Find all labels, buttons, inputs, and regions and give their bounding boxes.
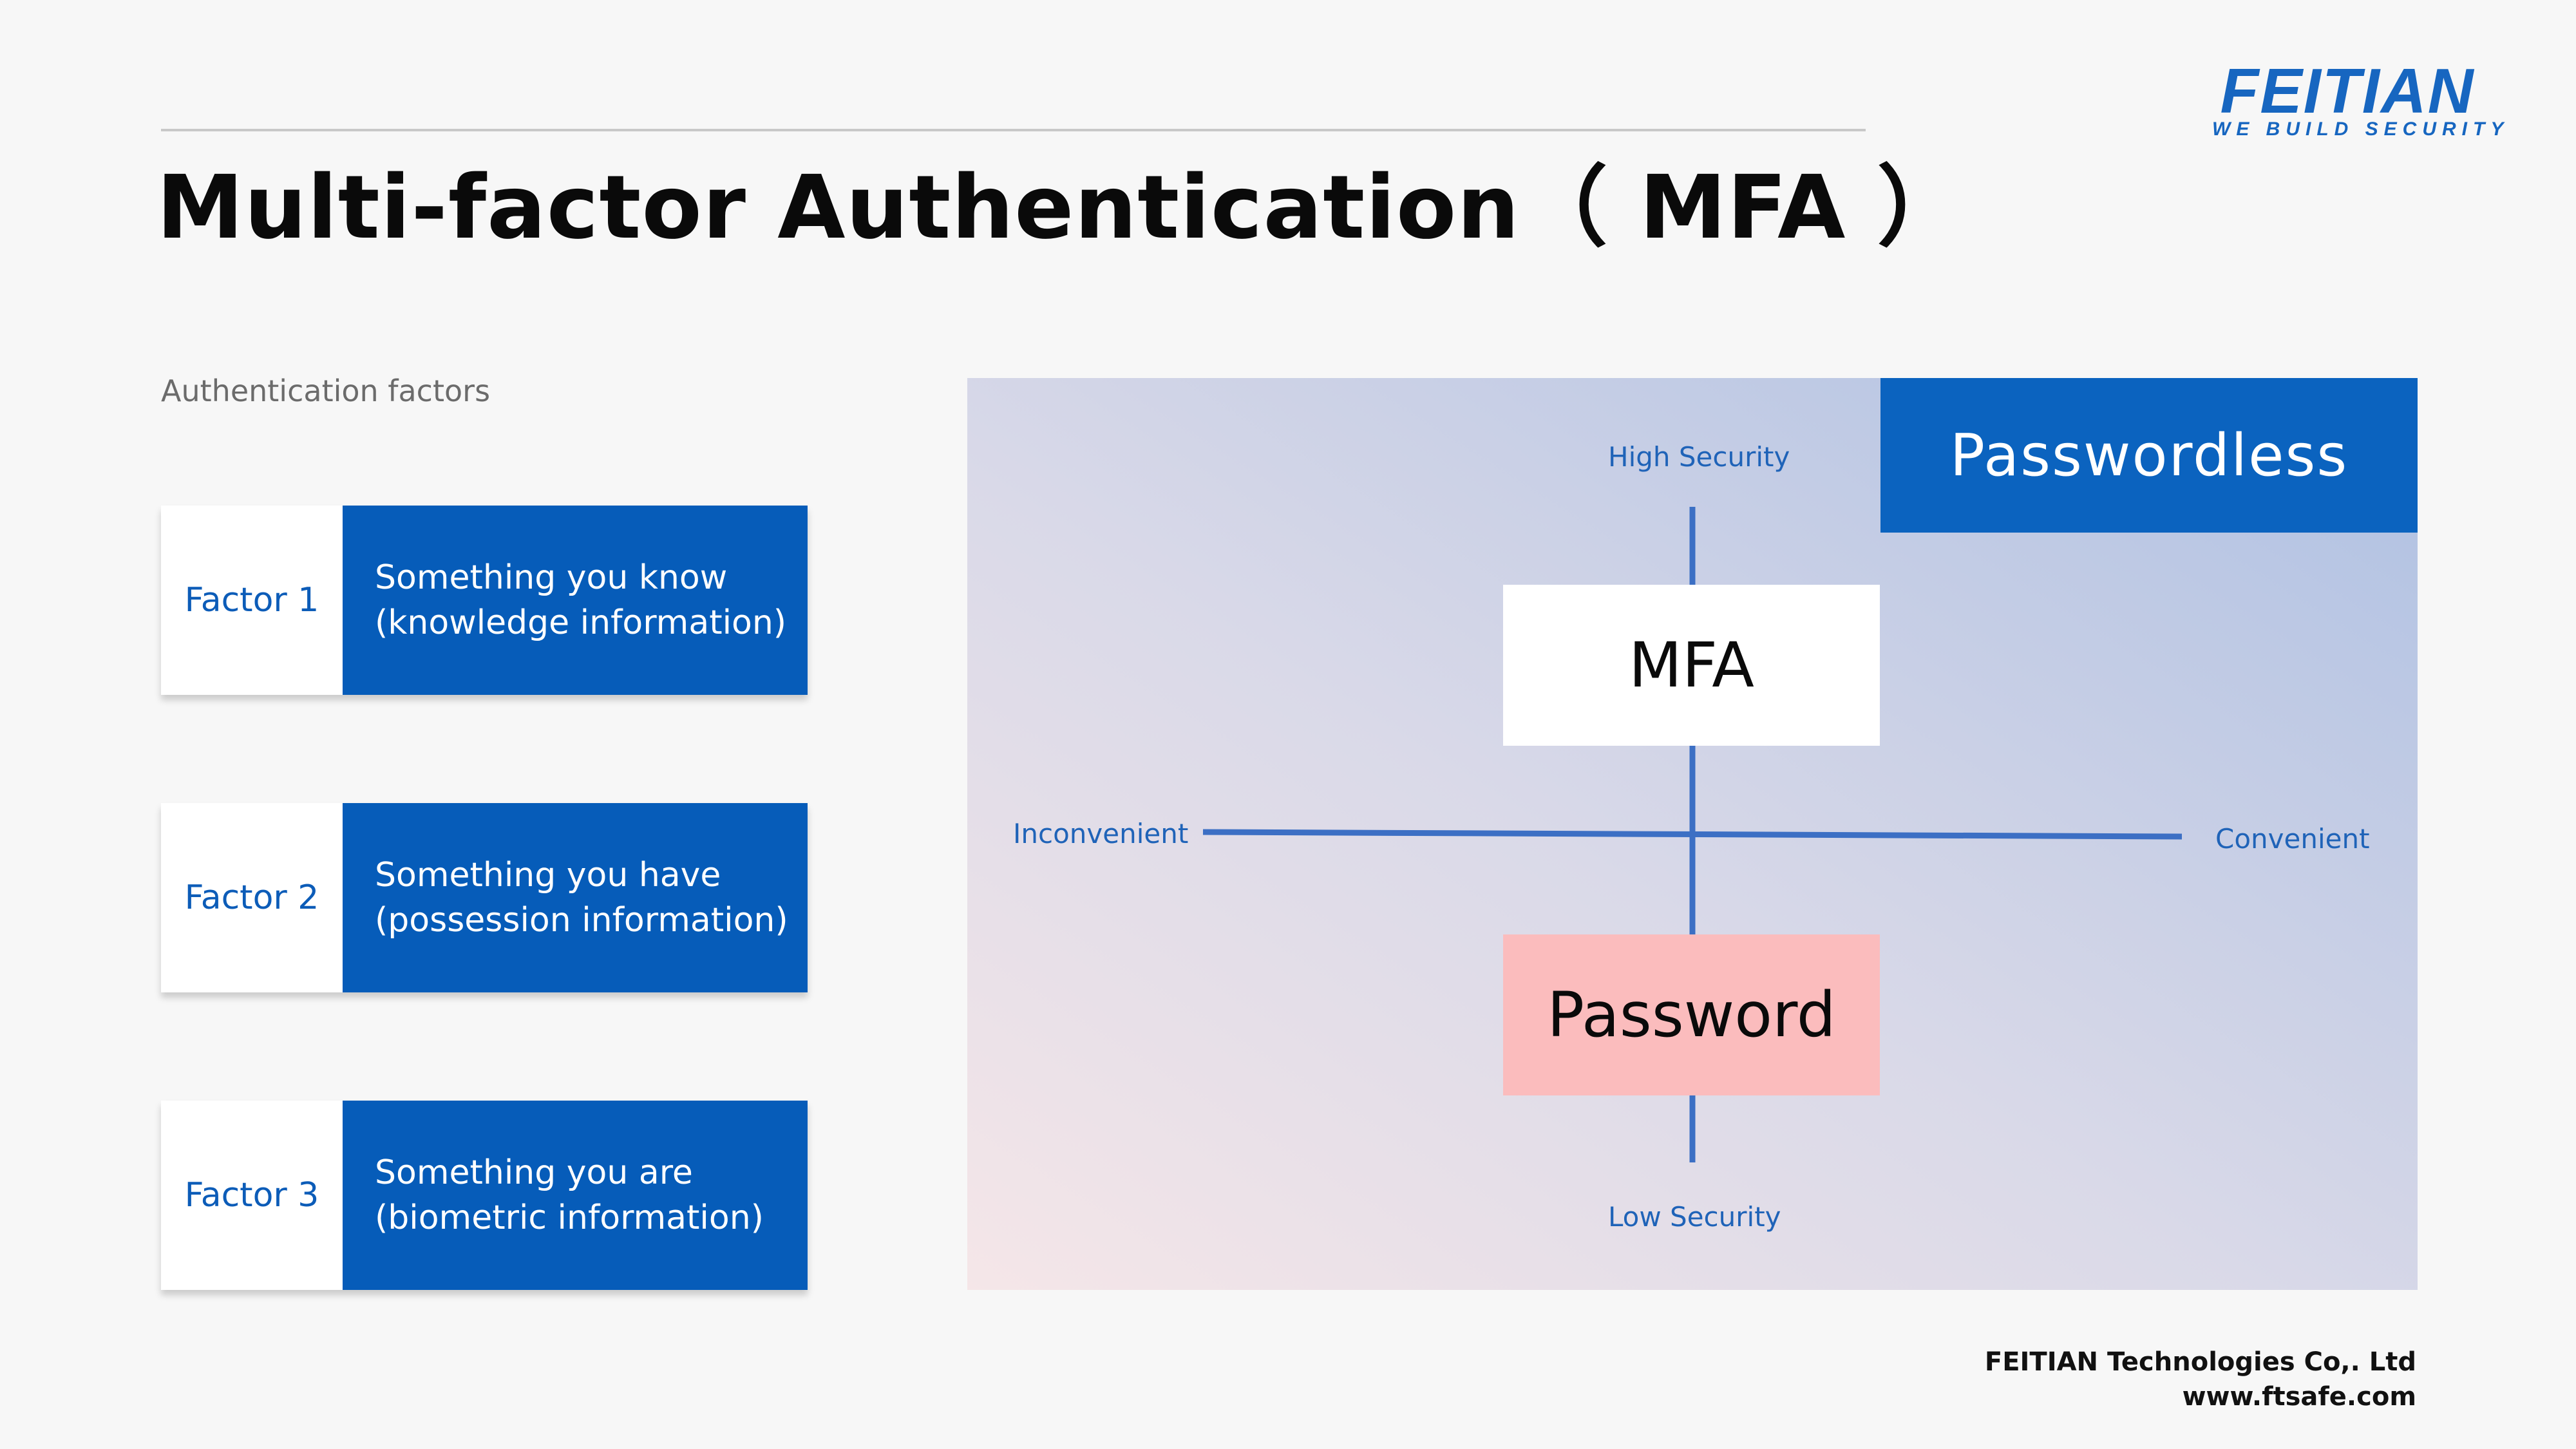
security-convenience-diagram: High Security Low Security Inconvenient …	[967, 378, 2418, 1290]
factor-card-3: Factor 3 Something you are (biometric in…	[161, 1101, 808, 1290]
page-title: Multi-factor Authentication（ MFA ）	[156, 157, 1965, 259]
factor-description-line: Something you have	[375, 856, 721, 895]
passwordless-box: Passwordless	[1880, 378, 2418, 533]
horizontal-axis	[1202, 829, 2183, 840]
password-box: Password	[1503, 934, 1880, 1095]
factor-card-1: Factor 1 Something you know (knowledge i…	[161, 506, 808, 695]
factor-name: Factor 3	[161, 1101, 343, 1290]
factor-description-line: Something you are	[375, 1153, 693, 1192]
factor-description: Something you are (biometric information…	[343, 1101, 808, 1290]
factor-description-line: (knowledge information)	[375, 603, 787, 642]
footer-website: www.ftsafe.com	[2182, 1382, 2416, 1412]
section-label: Authentication factors	[161, 374, 491, 408]
axis-label-bottom: Low Security	[1608, 1201, 1781, 1233]
factor-card-2: Factor 2 Something you have (possession …	[161, 803, 808, 992]
axis-label-right: Convenient	[2215, 823, 2370, 855]
mfa-box: MFA	[1503, 585, 1880, 746]
feitian-logo: FEITIAN WE BUILD SECURITY	[2212, 55, 2510, 140]
logo-tagline: WE BUILD SECURITY	[2212, 118, 2510, 140]
factor-description-line: (possession information)	[375, 901, 788, 940]
factor-description-line: (biometric information)	[375, 1198, 764, 1237]
factor-description: Something you know (knowledge informatio…	[343, 506, 808, 695]
axis-label-left: Inconvenient	[1013, 818, 1189, 849]
title-divider	[161, 129, 1866, 131]
axis-label-top: High Security	[1608, 441, 1790, 473]
factor-name: Factor 1	[161, 506, 343, 695]
factor-description: Something you have (possession informati…	[343, 803, 808, 992]
logo-wordmark: FEITIAN	[2220, 55, 2475, 126]
factor-description-line: Something you know	[375, 558, 728, 597]
footer-company: FEITIAN Technologies Co,. Ltd	[1984, 1347, 2416, 1377]
footer: FEITIAN Technologies Co,. Ltd www.ftsafe…	[1985, 1345, 2416, 1414]
factor-name: Factor 2	[161, 803, 343, 992]
